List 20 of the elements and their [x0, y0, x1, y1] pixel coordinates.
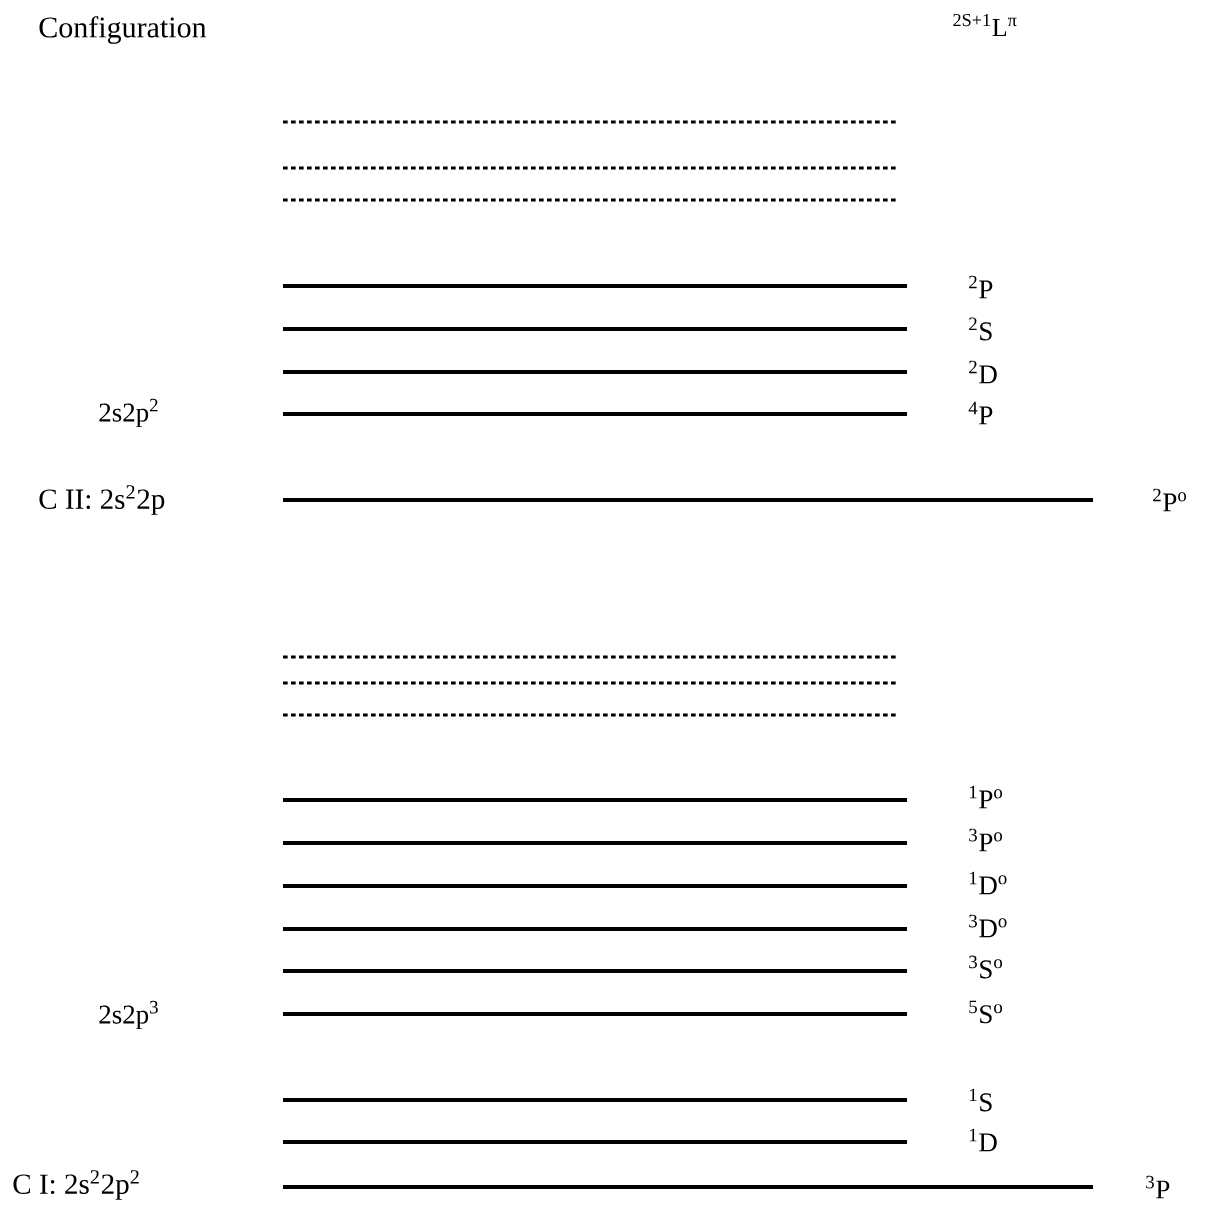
term-label: $^{2}$P	[969, 275, 993, 299]
term-label: $^{3}$D$^{o}$	[969, 914, 1007, 938]
column-heading: Configuration	[39, 16, 207, 44]
term-label: $^{1}$P$^{o}$	[969, 785, 1003, 809]
term-label: $^{5}$S$^{o}$	[969, 1000, 1003, 1024]
term-label: $^{2}$S	[969, 317, 992, 341]
configuration-label: C II: 2s$^{2}$2p	[39, 485, 165, 515]
configuration-label: 2s2p$^{2}$	[99, 398, 158, 428]
configuration-label: 2s2p$^{3}$	[99, 1000, 158, 1030]
term-label: $^{2}$P$^{o}$	[1153, 488, 1187, 512]
term-label: $^{3}$P	[1146, 1175, 1170, 1199]
term-label: $^{2}$D	[969, 360, 997, 384]
configuration-label: C I: 2s$^{2}$2p$^{2}$	[13, 1170, 139, 1200]
term-label: $^{1}$D	[969, 1128, 997, 1152]
column-heading: $^{2S+1}$L$^{π}$	[953, 13, 1017, 37]
term-label: $^{1}$D$^{o}$	[969, 871, 1007, 895]
term-label: $^{4}$P	[968, 401, 993, 425]
term-label: $^{1}$S	[969, 1088, 992, 1112]
term-label: $^{3}$P$^{o}$	[969, 828, 1003, 852]
term-label: $^{3}$S$^{o}$	[969, 955, 1003, 979]
